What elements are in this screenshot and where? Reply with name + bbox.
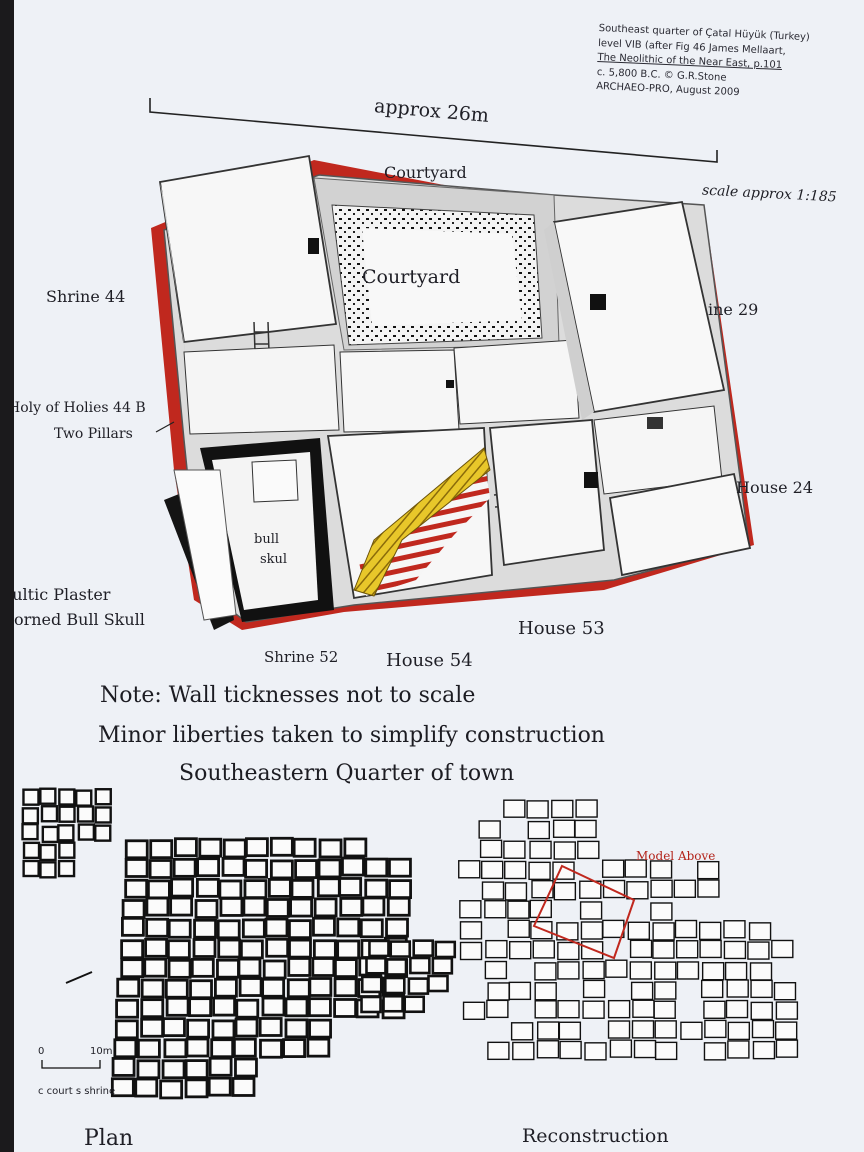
note-line-1: Note: Wall ticknesses not to scale	[100, 683, 476, 708]
label-bull-skull-1: bull	[254, 532, 280, 547]
reconstruction-caption: Reconstruction	[522, 1125, 669, 1147]
plan-scale-zero: 0	[38, 1046, 45, 1057]
plan-main-grid	[110, 836, 412, 1100]
plan-legend: c court s shrine	[38, 1086, 116, 1097]
note-line-2: Minor liberties taken to simplify constr…	[98, 723, 605, 748]
model-above-box	[532, 864, 636, 960]
plan-east-grid	[360, 939, 457, 1014]
label-house-54: House 54	[386, 650, 473, 671]
label-shrine-29: ine 29	[708, 300, 759, 319]
plan-scale-ten: 10m	[90, 1046, 113, 1057]
label-horned-bull-skull: Horned Bull Skull	[14, 610, 145, 629]
label-two-pillars: Two Pillars	[54, 426, 133, 442]
label-courtyard-top: Courtyard	[384, 163, 467, 182]
paper-model	[151, 154, 754, 630]
pillars-pointer	[155, 421, 175, 433]
label-holy-of-holies: Holy of Holies 44 B	[14, 400, 146, 416]
label-house-24: House 24	[736, 478, 814, 497]
label-house-53: House 53	[518, 618, 605, 639]
reconstruction-grid	[458, 799, 799, 1061]
plan-scale-bar	[41, 1060, 101, 1069]
label-shrine-52: Shrine 52	[264, 648, 339, 666]
plan-cluster-a	[21, 787, 112, 879]
plan-caption: Plan	[84, 1126, 134, 1151]
label-shrine-44: Shrine 44	[46, 287, 126, 306]
label-courtyard-center: Courtyard	[362, 266, 461, 288]
note-line-3: Southeastern Quarter of town	[179, 761, 515, 786]
poster: Southeast quarter of Çatal Hüyük (Turkey…	[14, 0, 864, 1152]
plan-drawing	[21, 787, 799, 1100]
label-cultic-plaster: Cultic Plaster	[14, 585, 111, 604]
north-arrow	[65, 971, 93, 984]
label-bull-skull-2: skul	[260, 552, 288, 567]
scale-bar	[149, 98, 718, 163]
model-above-label: Model Above	[636, 849, 716, 863]
